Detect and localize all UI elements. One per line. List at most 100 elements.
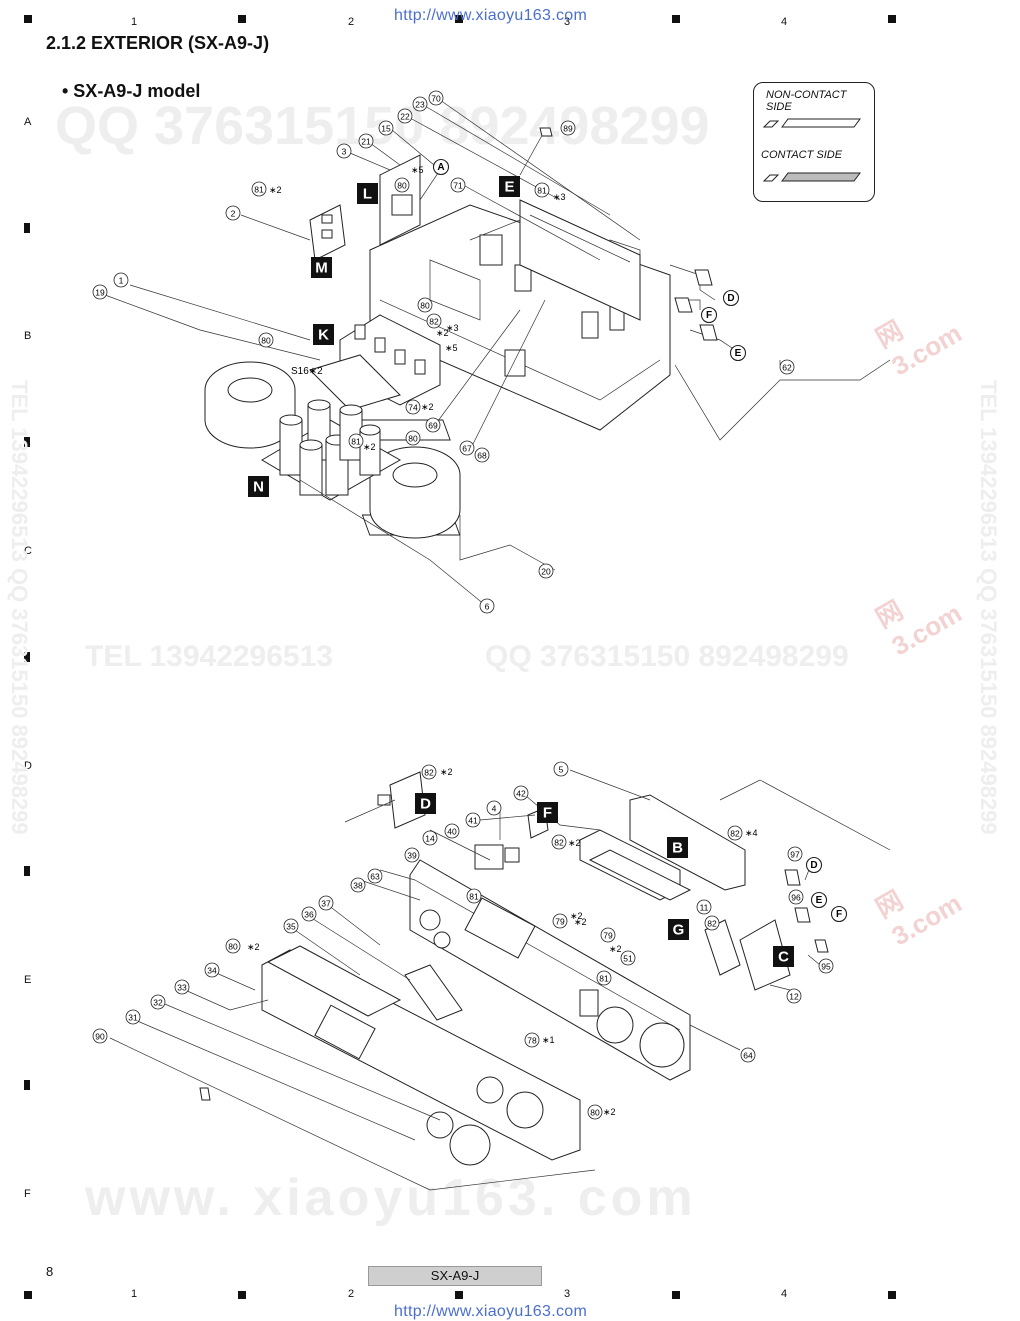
header-url-link[interactable]: http://www.xiaoyu163.com bbox=[394, 7, 588, 24]
part-callout-text: 80 bbox=[420, 301, 430, 311]
column-number: 4 bbox=[781, 1288, 788, 1300]
part-callout-text: 36 bbox=[304, 910, 314, 920]
part-callout-text: 3 bbox=[342, 147, 347, 157]
watermark-side: TEL 13942296513 QQ 376315150 892498299 bbox=[7, 380, 32, 835]
part-callout-79: 79 bbox=[600, 927, 616, 943]
part-callout-15: 15 bbox=[378, 120, 394, 136]
display-window bbox=[404, 964, 463, 1021]
block-letter: D bbox=[420, 796, 431, 813]
part-callout-82: 82 bbox=[426, 313, 442, 329]
column-number: 3 bbox=[564, 16, 571, 28]
page-number: 8 bbox=[46, 1264, 54, 1279]
row-letter: D bbox=[24, 760, 32, 772]
registration-mark bbox=[24, 15, 32, 23]
block-label-b: B bbox=[667, 837, 688, 858]
part-callout-90: 90 bbox=[92, 1028, 108, 1044]
column-number: 2 bbox=[348, 16, 355, 28]
part-callout-81: 81 bbox=[596, 970, 612, 986]
part-callout-81: 81 bbox=[251, 181, 267, 197]
part-callout-text: 40 bbox=[447, 827, 457, 837]
pcb-board-c bbox=[739, 919, 791, 991]
part-callout-text: 62 bbox=[782, 363, 792, 373]
part-callout-text: 67 bbox=[462, 444, 472, 454]
part-callout-80: 80 bbox=[405, 430, 421, 446]
block-letter: K bbox=[318, 327, 329, 344]
quantity-multiplier: ∗1 bbox=[542, 1035, 555, 1045]
part-callout-text: 33 bbox=[177, 983, 187, 993]
part-callout-22: 22 bbox=[397, 108, 413, 124]
part-callout-text: 32 bbox=[153, 998, 163, 1008]
registration-mark bbox=[888, 15, 896, 23]
footer-url-link[interactable]: http://www.xiaoyu163.com bbox=[394, 1303, 588, 1320]
column-number: 1 bbox=[131, 16, 138, 28]
column-number: 3 bbox=[564, 1288, 571, 1300]
part-callout-80: 80 bbox=[258, 332, 274, 348]
heat-sink-bar bbox=[309, 354, 401, 411]
part-callout-36: 36 bbox=[301, 906, 317, 922]
part-callout-text: 21 bbox=[361, 137, 371, 147]
leader-lines bbox=[109, 769, 891, 1191]
part-callout-text: 79 bbox=[603, 931, 613, 941]
tape-pieces bbox=[199, 869, 829, 1101]
footer-model-box: SX-A9-J bbox=[368, 1266, 542, 1286]
registration-mark bbox=[455, 1291, 463, 1299]
column-number: 4 bbox=[781, 16, 788, 28]
display-module bbox=[579, 829, 692, 901]
part-callout-79: 79 bbox=[552, 913, 568, 929]
part-callout-1: 1 bbox=[113, 272, 129, 288]
part-callout-81: 81 bbox=[466, 888, 482, 904]
block-label-k: K bbox=[313, 324, 334, 345]
knob-volume bbox=[426, 1111, 491, 1166]
part-callout-89: 89 bbox=[560, 120, 576, 136]
part-callout-text: 90 bbox=[95, 1032, 105, 1042]
part-callout-text: 39 bbox=[407, 851, 417, 861]
quantity-multiplier: ∗2 bbox=[568, 838, 581, 848]
part-callout-11: 11 bbox=[696, 899, 712, 915]
part-callout-text: 41 bbox=[468, 816, 478, 826]
part-callout-text: 4 bbox=[492, 804, 497, 814]
quantity-multiplier: ∗2 bbox=[574, 917, 587, 927]
row-letter: F bbox=[24, 1188, 31, 1200]
part-callout-text: 64 bbox=[743, 1051, 753, 1061]
part-callout-2: 2 bbox=[225, 205, 241, 221]
block-label-n: N bbox=[248, 476, 269, 497]
pcb-board-e bbox=[519, 199, 641, 321]
part-callout-text: 12 bbox=[789, 992, 799, 1002]
part-callout-21: 21 bbox=[358, 133, 374, 149]
connector-letter-text: D bbox=[810, 860, 817, 871]
registration-mark bbox=[24, 223, 30, 233]
part-callout-82: 82 bbox=[704, 915, 720, 931]
part-callout-text: 6 bbox=[485, 602, 490, 612]
part-callout-text: 37 bbox=[321, 899, 331, 909]
part-callout-text: 71 bbox=[453, 181, 463, 191]
part-callout-text: 23 bbox=[415, 100, 425, 110]
part-callout-text: 80 bbox=[408, 434, 418, 444]
part-callout-text: 81 bbox=[351, 437, 361, 447]
part-callout-text: 2 bbox=[231, 209, 236, 219]
part-callout-text: 69 bbox=[428, 421, 438, 431]
part-callout-81: 81 bbox=[534, 182, 550, 198]
connector-letter-f: F bbox=[700, 306, 718, 324]
part-callout-20: 20 bbox=[538, 563, 554, 579]
connector-letter-d: D bbox=[722, 289, 740, 307]
part-callout-97: 97 bbox=[787, 846, 803, 862]
toroidal-transformer bbox=[204, 361, 451, 449]
front-panel-cover bbox=[261, 949, 581, 1161]
watermark-qq: QQ 376315150 892498299 bbox=[485, 640, 849, 673]
leader-lines bbox=[104, 99, 891, 606]
pcb-board-m bbox=[309, 204, 346, 261]
part-callout-text: 79 bbox=[555, 917, 565, 927]
quantity-multiplier: ∗3 bbox=[553, 192, 566, 202]
contact-tape-icon bbox=[762, 172, 861, 182]
legend-contact-label: CONTACT SIDE bbox=[761, 149, 843, 161]
front-panel-frame bbox=[409, 859, 691, 1081]
part-callout-text: 5 bbox=[559, 765, 564, 775]
part-callout-text: 68 bbox=[477, 451, 487, 461]
block-letter: E bbox=[504, 179, 514, 196]
part-callout-82: 82 bbox=[551, 834, 567, 850]
part-callout-text: 22 bbox=[400, 112, 410, 122]
part-callout-text: 81 bbox=[537, 186, 547, 196]
part-callout-text: 42 bbox=[516, 789, 526, 799]
model-heading: • SX-A9-J model bbox=[62, 81, 201, 101]
